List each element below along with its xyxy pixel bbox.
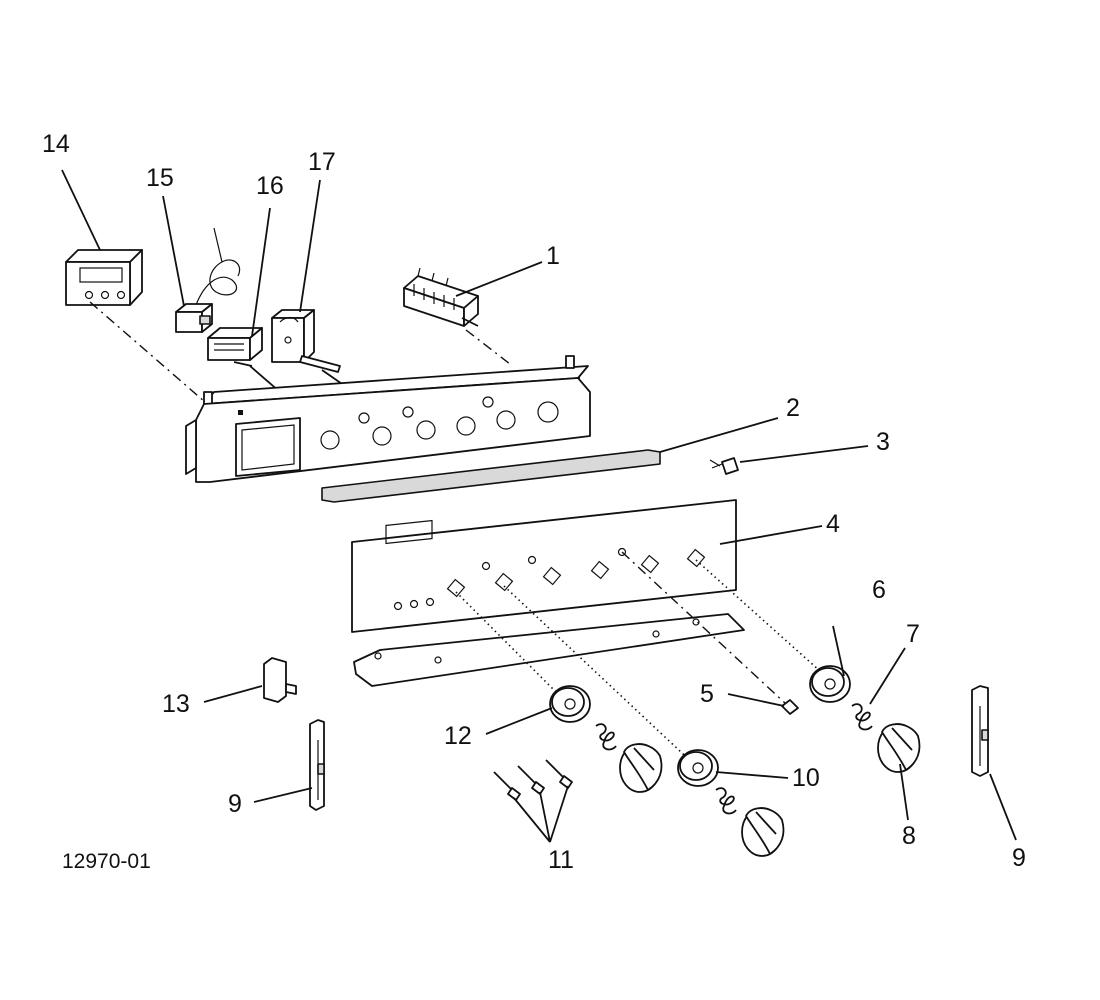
part-spring-12 <box>595 723 617 751</box>
callout-2: 2 <box>786 394 800 422</box>
leader-9-left <box>253 787 313 803</box>
part-neon-lamp <box>781 699 799 715</box>
callout-9-right: 9 <box>1012 844 1026 872</box>
leader-1 <box>455 261 543 297</box>
part-side-bracket-left <box>309 719 325 811</box>
part-oven-function-switch <box>403 267 479 327</box>
part-control-knob-1 <box>619 743 663 793</box>
leader-6 <box>832 625 845 677</box>
part-selector-switch <box>207 327 263 367</box>
callout-1: 1 <box>546 242 560 270</box>
part-lower-trim <box>353 613 745 687</box>
figure-reference: 12970-01 <box>62 850 151 873</box>
part-clock-timer <box>65 249 143 306</box>
callout-6: 6 <box>872 576 886 604</box>
part-control-knob-2 <box>741 807 785 857</box>
callout-5: 5 <box>700 680 714 708</box>
part-knob-bezel-10 <box>677 749 719 787</box>
leader-9-right <box>989 773 1017 841</box>
leader-17 <box>299 179 321 313</box>
part-spring-10 <box>715 787 737 815</box>
leader-15 <box>162 195 185 307</box>
part-side-bracket-right <box>971 685 989 777</box>
part-screws <box>493 759 573 843</box>
part-control-knob-3 <box>877 723 921 773</box>
leader-7 <box>869 647 906 705</box>
callout-4: 4 <box>826 510 840 538</box>
part-indicator-lamp <box>709 457 739 475</box>
leader-3 <box>739 445 869 463</box>
callout-15: 15 <box>146 164 174 192</box>
callout-14: 14 <box>42 130 70 158</box>
callout-13: 13 <box>162 690 190 718</box>
leader-4 <box>719 525 823 545</box>
callout-16: 16 <box>256 172 284 200</box>
callout-8: 8 <box>902 822 916 850</box>
part-seal-strip <box>321 449 661 503</box>
callout-9-left: 9 <box>228 790 242 818</box>
leader-16 <box>251 207 271 337</box>
callout-12: 12 <box>444 722 472 750</box>
part-push-switch <box>263 657 297 703</box>
callout-10: 10 <box>792 764 820 792</box>
part-spring-7 <box>851 703 873 731</box>
leader-2 <box>659 417 779 453</box>
leader-13 <box>203 685 263 703</box>
part-energy-regulator <box>271 309 341 373</box>
callout-7: 7 <box>906 620 920 648</box>
leader-14 <box>61 169 101 251</box>
part-knob-bezel-12 <box>549 685 591 723</box>
part-front-fascia <box>351 499 737 633</box>
part-control-panel-housing <box>185 355 591 483</box>
part-knob-bezel-6 <box>809 665 851 703</box>
leader-5 <box>727 693 785 707</box>
part-thermostat <box>175 227 241 333</box>
leader-12 <box>485 707 553 735</box>
leader-10 <box>715 771 789 779</box>
leader-8 <box>899 763 909 821</box>
callout-11: 11 <box>548 846 574 874</box>
callout-3: 3 <box>876 428 890 456</box>
callout-17: 17 <box>308 148 336 176</box>
